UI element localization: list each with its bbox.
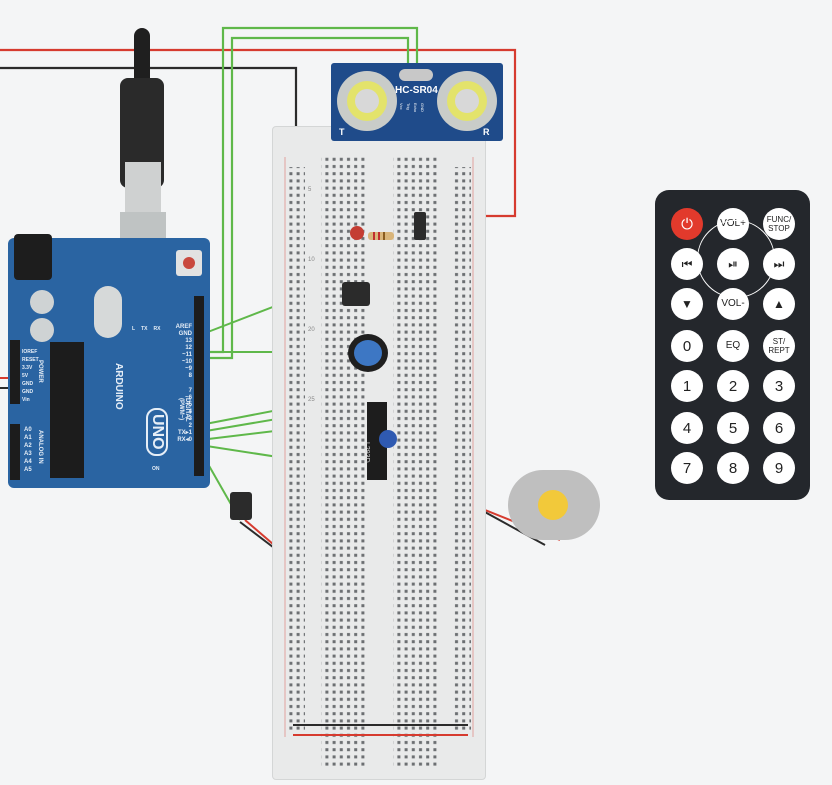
ir-receiver[interactable] (230, 492, 252, 520)
remote-btn-play-pause[interactable]: ⏯ (717, 248, 749, 280)
ir-remote[interactable]: ⏻ VOL+ FUNC/ STOP ⏮ ⏯ ⏭ ▼ VOL- ▲ 0 EQ ST… (655, 190, 810, 500)
remote-btn-power[interactable]: ⏻ (671, 208, 703, 240)
sensor-pins: Vcc Trig Echo GND (399, 103, 425, 112)
remote-btn-forward[interactable]: ⏭ (763, 248, 795, 280)
remote-btn-9[interactable]: 9 (763, 452, 795, 484)
remote-btn-6[interactable]: 6 (763, 412, 795, 444)
sensor-label: HC-SR04 (395, 85, 438, 96)
remote-btn-st-rept[interactable]: ST/ REPT (763, 330, 795, 362)
breadboard-holes (284, 157, 474, 767)
capacitor-2 (30, 318, 54, 342)
sensor-mark-r: R (483, 127, 490, 137)
sensor-pin-label: GND (420, 103, 425, 112)
remote-btn-1[interactable]: 1 (671, 370, 703, 402)
motor-driver-chip[interactable]: L293D (363, 402, 387, 480)
usb-cable[interactable] (120, 28, 168, 188)
remote-btn-rewind[interactable]: ⏮ (671, 248, 703, 280)
resistor[interactable] (368, 232, 394, 240)
usb-plug (125, 162, 161, 212)
sensor-pin-label: Trig (406, 103, 411, 110)
row-number: 5 (308, 187, 312, 193)
digital-label: DIGITAL (PWM~) (178, 398, 190, 422)
power-pin-labels: IOREF RESET 3.3V 5V GND GND Vin (22, 349, 39, 403)
ultrasonic-sensor[interactable]: HC-SR04 T R Vcc Trig Echo GND (331, 63, 503, 141)
remote-btn-vol-down[interactable]: VOL- (717, 288, 749, 320)
digital-pin-labels: AREF GND 13 12 ~11 ~10 ~9 8 7 ~6 ~5 4 ~3… (175, 324, 192, 443)
atmega-chip (50, 342, 84, 478)
crystal (94, 286, 122, 338)
sensor-pin-label: Vcc (399, 103, 404, 110)
row-number: 25 (308, 397, 315, 403)
power-header (10, 340, 20, 404)
row-number: 20 (308, 327, 315, 333)
power-label: POWER (37, 360, 43, 383)
sensor-transducer-right (437, 71, 497, 131)
remote-btn-5[interactable]: 5 (717, 412, 749, 444)
remote-btn-0[interactable]: 0 (671, 330, 703, 362)
sensor-pin-label: Echo (413, 103, 418, 113)
sensor-transducer-left (337, 71, 397, 131)
analog-pin-labels: A0 A1 A2 A3 A4 A5 (24, 427, 32, 473)
analog-header (10, 424, 20, 480)
remote-btn-8[interactable]: 8 (717, 452, 749, 484)
reset-button[interactable] (176, 250, 202, 276)
sensor-mark-t: T (339, 127, 345, 137)
remote-btn-3[interactable]: 3 (763, 370, 795, 402)
arduino-model: UNO (146, 408, 168, 456)
remote-btn-eq[interactable]: EQ (717, 330, 749, 362)
remote-btn-4[interactable]: 4 (671, 412, 703, 444)
digital-header (194, 296, 204, 476)
potentiometer[interactable] (348, 334, 392, 372)
analog-label: ANALOG IN (37, 430, 43, 464)
remote-btn-down[interactable]: ▼ (671, 288, 703, 320)
led-red[interactable] (350, 226, 364, 240)
on-label: ON (152, 466, 160, 472)
dc-motor[interactable] (508, 470, 600, 540)
remote-btn-up[interactable]: ▲ (763, 288, 795, 320)
remote-btn-2[interactable]: 2 (717, 370, 749, 402)
gear-icon (538, 490, 568, 520)
capacitor-1 (30, 290, 54, 314)
led-labels: L TX RX (132, 326, 161, 332)
power-jack (14, 234, 52, 280)
slide-switch[interactable] (414, 212, 426, 240)
remote-btn-func-stop[interactable]: FUNC/ STOP (763, 208, 795, 240)
push-button[interactable] (342, 282, 370, 306)
sensor-crystal (399, 69, 433, 81)
capacitor-blue[interactable] (379, 430, 397, 448)
arduino-uno[interactable]: AREF GND 13 12 ~11 ~10 ~9 8 7 ~6 ~5 4 ~3… (8, 234, 210, 488)
row-number: 10 (308, 257, 315, 263)
remote-btn-7[interactable]: 7 (671, 452, 703, 484)
chip-label: L293D (363, 442, 370, 463)
arduino-brand: ARDUINO (113, 363, 124, 410)
